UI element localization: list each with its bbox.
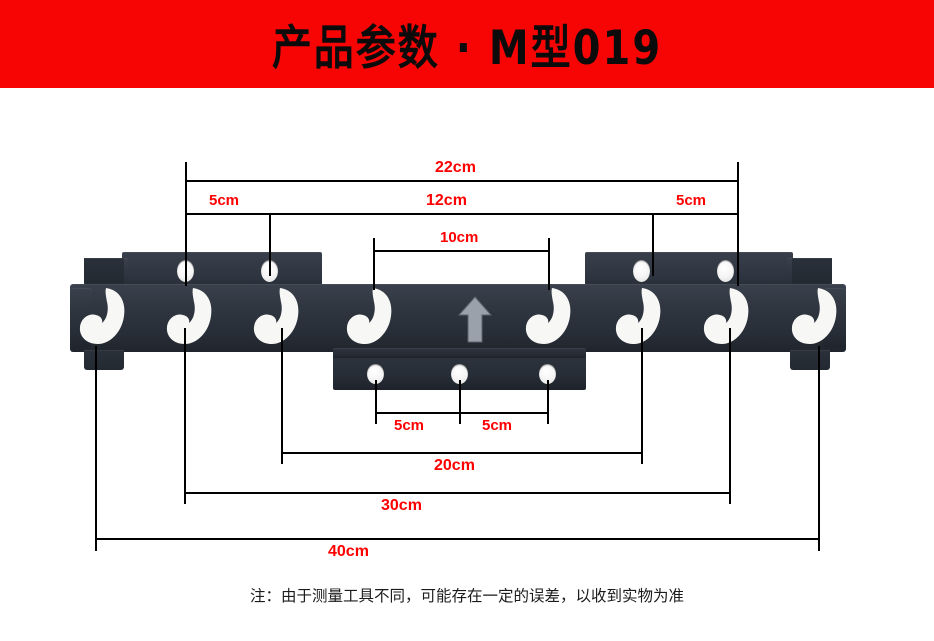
hook-cutout-7	[700, 286, 756, 352]
dim-tick-10cm-right	[548, 238, 550, 290]
dim-label-5cm-low-left: 5cm	[394, 417, 425, 434]
hook-cutout-1	[76, 286, 132, 352]
dim-tick-5cm-left-right	[269, 213, 271, 276]
dim-line-40cm	[95, 538, 818, 540]
dim-tick-30cm-left	[184, 328, 186, 504]
center-up-arrow-icon	[456, 296, 494, 349]
dim-tick-30cm-right	[729, 328, 731, 504]
dim-tick-12cm-right	[652, 213, 654, 276]
dim-line-20cm	[281, 452, 641, 454]
dim-tick-40cm-left	[95, 346, 97, 551]
dim-tick-10cm-left	[373, 238, 375, 290]
dim-tick-low-5cm-b	[459, 380, 461, 424]
dim-line-5cm-low-left	[375, 412, 459, 414]
lower-bracket-lip	[333, 348, 586, 358]
page-title: 产品参数 · M型019	[271, 21, 663, 76]
dim-label-20cm: 20cm	[434, 457, 475, 474]
dim-label-5cm-right: 5cm	[676, 192, 707, 209]
hook-cutout-5	[522, 286, 578, 352]
hook-cutout-2	[163, 286, 219, 352]
dim-tick-22cm-right	[737, 162, 739, 286]
measurement-note: 注：由于测量工具不同，可能存在一定的误差，以收到实物为准	[249, 587, 684, 605]
hook-cutout-4	[343, 286, 399, 352]
dim-line-5cm-left	[185, 213, 269, 215]
end-tab-upper-right	[792, 258, 832, 286]
dim-tick-22cm-left	[185, 162, 187, 286]
dim-line-10cm	[373, 250, 548, 252]
dim-label-40cm: 40cm	[328, 543, 369, 560]
end-tab-upper-left	[84, 258, 124, 286]
dim-tick-20cm-right	[641, 328, 643, 464]
dim-label-10cm: 10cm	[440, 229, 479, 246]
dim-line-5cm-right	[652, 213, 737, 215]
screw-hole-bracket-1	[367, 364, 384, 384]
dim-tick-20cm-left	[281, 328, 283, 464]
hook-cutout-6	[612, 286, 668, 352]
dim-tick-low-5cm-c	[547, 380, 549, 424]
dim-tick-40cm-right	[818, 346, 820, 551]
dim-line-30cm	[184, 492, 729, 494]
dim-label-5cm-left: 5cm	[209, 192, 240, 209]
screw-hole-bracket-2	[451, 364, 468, 384]
screw-hole-upper-4	[717, 260, 734, 282]
hook-cutout-3	[250, 286, 306, 352]
dim-line-5cm-low-right	[459, 412, 547, 414]
end-tab-lower-left	[84, 350, 124, 370]
product-illustration	[0, 88, 934, 641]
dim-label-22cm: 22cm	[435, 159, 476, 176]
dim-label-12cm: 12cm	[426, 192, 467, 209]
end-tab-lower-right	[790, 350, 830, 370]
dim-tick-low-5cm-a	[375, 380, 377, 424]
dim-line-22cm	[185, 180, 737, 182]
dim-line-12cm	[269, 213, 652, 215]
dim-label-5cm-low-right: 5cm	[482, 417, 513, 434]
dim-label-30cm: 30cm	[381, 497, 422, 514]
diagram-stage: 22cm 5cm 12cm 5cm 10cm 5cm 5cm 20cm	[0, 88, 934, 641]
screw-hole-upper-3	[633, 260, 650, 282]
header-banner: 产品参数 · M型019	[0, 0, 934, 88]
hook-cutout-8	[788, 286, 844, 352]
screw-hole-bracket-3	[539, 364, 556, 384]
